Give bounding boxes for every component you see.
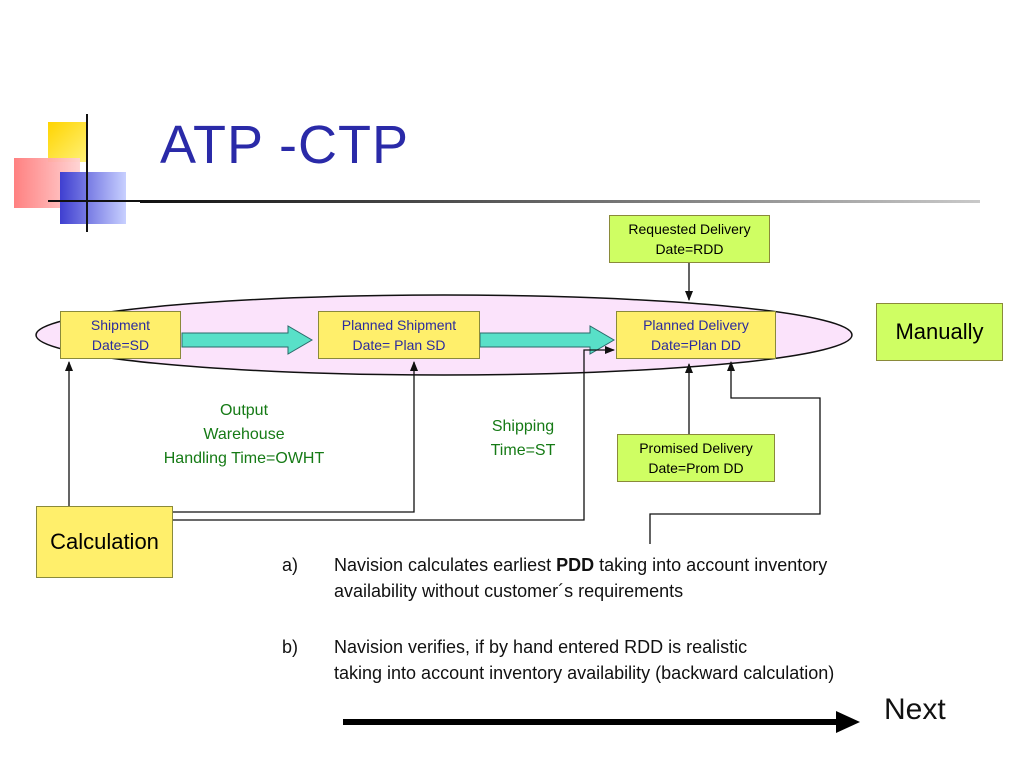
note-a: a) Navision calculates earliest PDD taki…: [282, 552, 982, 606]
owht-label: Output Warehouse Handling Time=OWHT: [163, 402, 325, 467]
note-a-line2: availability without customer´s requirem…: [334, 581, 684, 601]
logo-horizontal-line: [48, 200, 160, 202]
note-a-text: Navision calculates earliest PDD taking …: [334, 552, 827, 604]
requested-delivery-label: Requested Delivery Date=RDD: [628, 221, 751, 257]
note-b-line1: Navision verifies, if by hand entered RD…: [334, 637, 748, 657]
note-b-marker: b): [282, 637, 299, 657]
backward-calc-arrow: [649, 361, 821, 544]
logo-yellow-square: [48, 122, 88, 162]
logo-blue-square: [60, 172, 126, 224]
note-a-text-after: taking into account inventory: [594, 555, 828, 575]
flow-arrow-1: [181, 325, 313, 355]
promised-delivery-box: Promised Delivery Date=Prom DD: [617, 434, 775, 482]
calc-to-plansd-arrow: [173, 361, 418, 513]
note-a-text-before: Navision calculates earliest: [334, 555, 557, 575]
note-b-text: Navision verifies, if by hand entered RD…: [334, 634, 834, 686]
note-a-pdd: PDD: [556, 555, 595, 575]
calculation-box: Calculation: [36, 506, 173, 578]
slide-title: ATP -CTP: [160, 115, 410, 175]
manually-label: Manually: [895, 319, 984, 344]
shipment-date-box: Shipment Date=SD: [60, 311, 181, 359]
calc-to-plandd-arrow: [173, 346, 615, 521]
planned-delivery-box: Planned Delivery Date=Plan DD: [616, 311, 776, 359]
requested-delivery-box: Requested Delivery Date=RDD: [609, 215, 770, 263]
title-rule: [140, 200, 980, 203]
flow-arrow-2: [479, 325, 615, 355]
note-b: b) Navision verifies, if by hand entered…: [282, 634, 982, 688]
shipping-time-label: Shipping Time=ST: [490, 418, 556, 459]
planned-shipment-label: Planned Shipment Date= Plan SD: [341, 317, 457, 353]
manually-box: Manually: [876, 303, 1003, 361]
slide-logo: [0, 100, 160, 240]
next-link[interactable]: Next: [884, 693, 946, 726]
calculation-label: Calculation: [50, 529, 159, 554]
planned-delivery-label: Planned Delivery Date=Plan DD: [643, 317, 749, 353]
next-arrow-head: [836, 711, 860, 733]
promised-delivery-label: Promised Delivery Date=Prom DD: [639, 440, 753, 476]
logo-vertical-line: [86, 114, 88, 232]
shipment-date-label: Shipment Date=SD: [90, 317, 151, 353]
planned-shipment-box: Planned Shipment Date= Plan SD: [318, 311, 480, 359]
note-b-line2: taking into account inventory availabili…: [334, 663, 835, 683]
note-a-marker: a): [282, 555, 299, 575]
